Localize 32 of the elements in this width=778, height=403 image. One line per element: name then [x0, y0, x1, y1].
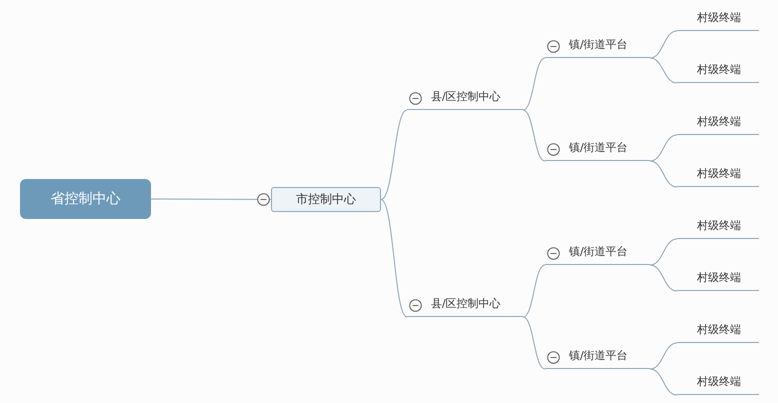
connector-line: [650, 134, 678, 162]
connector-line: [650, 368, 678, 396]
connector-line: [650, 160, 678, 188]
connector-line: [650, 342, 678, 370]
topic-label: 村级终端: [697, 62, 741, 77]
topic-label: 村级终端: [697, 322, 741, 337]
topic-label: 市控制中心: [296, 191, 356, 208]
topic-label: 省控制中心: [50, 190, 120, 208]
topic-label: 县/区控制中心: [431, 89, 501, 104]
connector-line: [650, 58, 678, 84]
topic-label: 村级终端: [697, 218, 741, 233]
topic-label: 村级终端: [697, 114, 741, 129]
topic-label: 村级终端: [697, 374, 741, 389]
topic-label: 村级终端: [697, 166, 741, 181]
root-topic-box: [20, 179, 151, 219]
topic-box: [271, 187, 381, 212]
topic-label: 村级终端: [697, 10, 741, 25]
connector-line: [650, 264, 678, 292]
topic-label: 镇/街道平台: [569, 244, 628, 259]
connector-line: [380, 199, 408, 318]
connector-line: [380, 110, 408, 200]
connector-line: [522, 58, 546, 110]
connector-line: [522, 110, 546, 162]
connector-line: [650, 30, 678, 58]
connector-line: [522, 316, 546, 370]
topic-label: 镇/街道平台: [569, 348, 628, 363]
topic-label: 村级终端: [697, 270, 741, 285]
topic-label: 镇/街道平台: [569, 140, 628, 155]
topic-label: 镇/街道平台: [569, 37, 628, 52]
connector-line: [650, 238, 678, 266]
topic-label: 县/区控制中心: [431, 296, 501, 311]
connector-line: [522, 264, 546, 318]
